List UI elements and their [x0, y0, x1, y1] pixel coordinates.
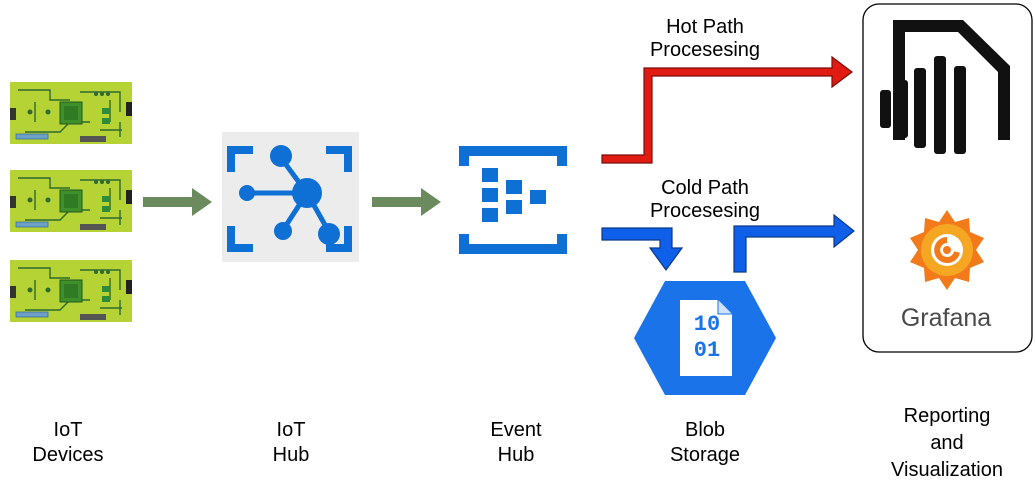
- cold-path-label-line2: Procesesing: [649, 200, 761, 222]
- blob-storage-icon: [634, 281, 776, 395]
- blob-glyph: 10 01: [684, 312, 730, 364]
- cold-path-to-reporting-arrow: [733, 213, 855, 273]
- reporting-label-line3: Visualization: [891, 459, 1003, 481]
- circuit-board-icon: [9, 81, 133, 145]
- cold-path-label-line1: Cold Path: [661, 177, 749, 199]
- hot-path-label-line2: Procesesing: [649, 39, 761, 61]
- event-hub-label-line2: Hub: [497, 444, 535, 466]
- devices-to-hub-arrow: [143, 188, 212, 216]
- iot-hub-label: IoT Hub: [231, 418, 351, 468]
- hot-path-label: Hot Path Procesesing: [620, 16, 790, 62]
- event-hub-label-line1: Event: [490, 419, 542, 441]
- circuit-board-icon: [9, 259, 133, 323]
- reporting-label: Reporting and Visualization: [862, 403, 1032, 484]
- iot-devices-label-line2: Devices: [32, 444, 104, 466]
- blob-storage-label: Blob Storage: [645, 418, 765, 468]
- iot-devices-label-line1: IoT: [53, 419, 83, 441]
- iot-devices-label: IoT Devices: [8, 418, 128, 468]
- iot-hub-label-line2: Hub: [272, 444, 310, 466]
- blob-glyph-line2: 01: [693, 338, 721, 363]
- power-bi-icon: [880, 20, 1010, 154]
- cold-path-label: Cold Path Procesesing: [620, 177, 790, 223]
- grafana-icon: [910, 210, 984, 290]
- event-hub-label: Event Hub: [456, 418, 576, 468]
- reporting-box: [862, 3, 1033, 353]
- iot-hub-label-line1: IoT: [276, 419, 306, 441]
- reporting-label-line1: Reporting: [903, 405, 991, 427]
- blob-glyph-line1: 10: [693, 312, 721, 337]
- iot-hub-icon: [222, 132, 359, 262]
- cold-path-to-blob-arrow: [601, 227, 684, 272]
- event-hub-icon: [459, 146, 567, 254]
- blob-storage-label-line2: Storage: [669, 444, 741, 466]
- hub-to-event-hub-arrow: [372, 188, 441, 216]
- circuit-board-icon: [9, 169, 133, 233]
- hot-path-label-line1: Hot Path: [666, 16, 744, 38]
- hot-path-arrow: [601, 55, 853, 164]
- blob-storage-label-line1: Blob: [684, 419, 726, 441]
- grafana-wordmark: Grafana: [901, 304, 991, 332]
- reporting-label-line2: and: [930, 432, 964, 454]
